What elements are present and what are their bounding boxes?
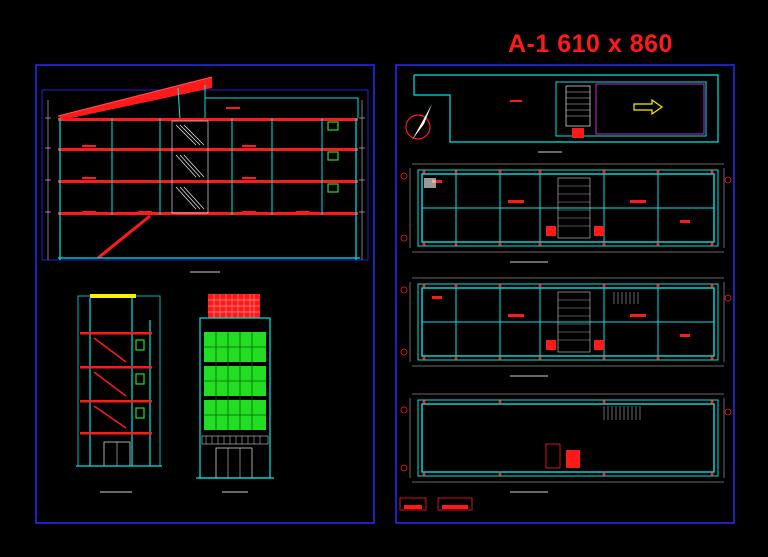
floor-plan-typical bbox=[400, 277, 732, 377]
section-short bbox=[76, 294, 162, 493]
section-long bbox=[41, 76, 369, 273]
sheet-title-block: A-1 610 x 860 bbox=[0, 30, 768, 64]
sheet-title: A-1 610 x 860 bbox=[508, 30, 673, 58]
floor-plan-upper bbox=[400, 163, 732, 263]
floor-plan-ground bbox=[400, 393, 732, 493]
roof-plan bbox=[405, 74, 719, 153]
compass-north-icon bbox=[405, 104, 432, 140]
title-block-stamps bbox=[399, 497, 473, 511]
facade bbox=[196, 294, 274, 493]
arrow-right-icon bbox=[633, 98, 664, 116]
right-sheet-frame bbox=[395, 64, 735, 524]
left-sheet-frame bbox=[35, 64, 375, 524]
